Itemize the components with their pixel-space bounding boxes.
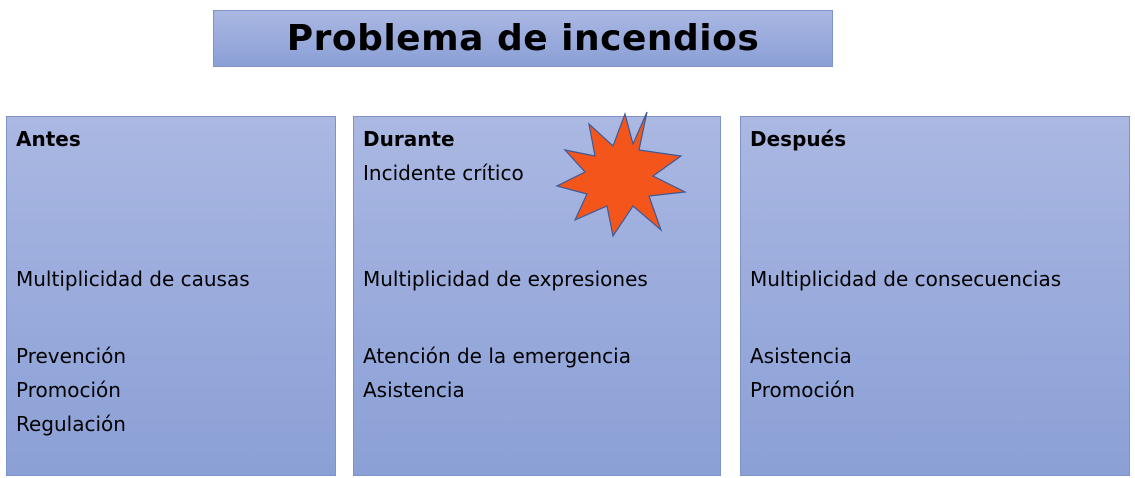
column-despues: Después Multiplicidad de consecuencias A… — [740, 116, 1130, 476]
column-multiplicity: Multiplicidad de consecuencias — [750, 267, 1062, 291]
list-item: Promoción — [16, 378, 121, 402]
page-title: Problema de incendios — [286, 18, 760, 59]
column-items: Prevención Promoción Regulación — [16, 339, 126, 441]
column-antes: Antes Multiplicidad de causas Prevención… — [6, 116, 336, 476]
list-item: Atención de la emergencia — [363, 344, 631, 368]
column-subheading: Incidente crítico — [363, 161, 524, 185]
column-multiplicity: Multiplicidad de expresiones — [363, 267, 648, 291]
title-box: Problema de incendios — [213, 10, 833, 67]
starburst-shape — [555, 111, 688, 238]
column-items: Asistencia Promoción — [750, 339, 855, 407]
column-items: Atención de la emergencia Asistencia — [363, 339, 631, 407]
list-item: Regulación — [16, 412, 126, 436]
column-heading: Antes — [16, 127, 81, 151]
list-item: Asistencia — [750, 344, 852, 368]
list-item: Asistencia — [363, 378, 465, 402]
column-heading: Después — [750, 127, 847, 151]
column-multiplicity: Multiplicidad de causas — [16, 267, 250, 291]
list-item: Promoción — [750, 378, 855, 402]
column-heading: Durante — [363, 127, 455, 151]
list-item: Prevención — [16, 344, 127, 368]
column-durante: Durante Incidente crítico Multiplicidad … — [353, 116, 721, 476]
explosion-starburst-icon — [555, 111, 688, 238]
